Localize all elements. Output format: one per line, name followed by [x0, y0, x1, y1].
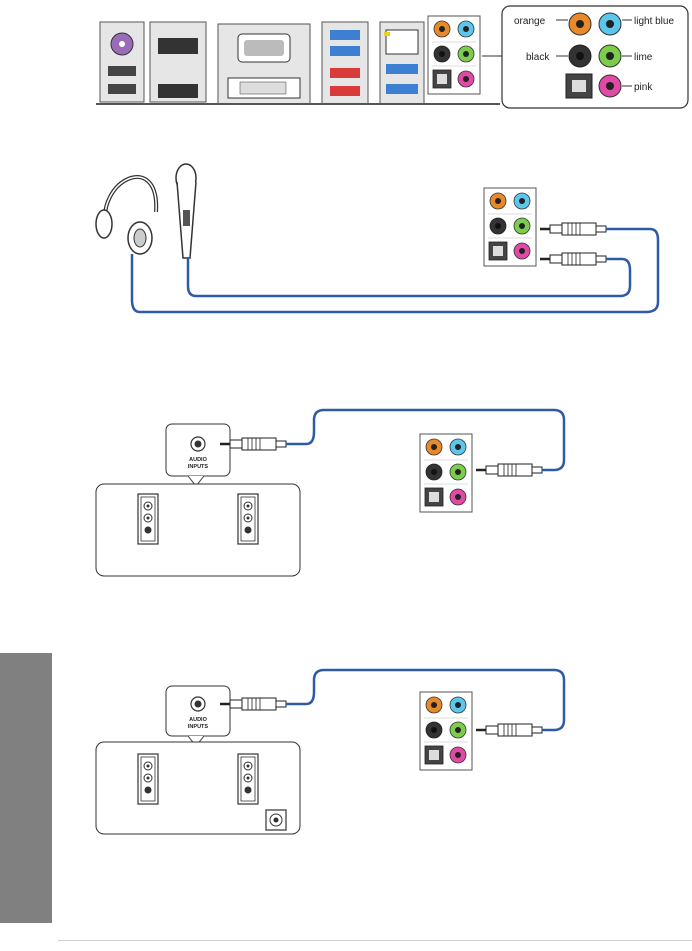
- panel-plug-4: [476, 724, 542, 736]
- lan-usb-stack: [380, 22, 424, 104]
- audio-port-panel-3: [420, 434, 472, 512]
- label-pink: pink: [634, 82, 653, 93]
- usb-stack: [322, 22, 368, 104]
- label-lime: lime: [634, 52, 653, 63]
- vga-dvi-stack: [218, 24, 310, 104]
- left-speaker-icon-2: [138, 754, 158, 804]
- headphone-icon: [96, 177, 156, 254]
- audio-inputs-label-line1: AUDIO: [189, 457, 207, 463]
- label-light-blue: light blue: [634, 16, 674, 27]
- audio-inputs-label-line2-2: INPUTS: [188, 724, 209, 730]
- headphone-mic-connection: [96, 164, 658, 312]
- speaker-subwoofer-connection: AUDIO INPUTS: [96, 670, 564, 834]
- audio-port-panel-4: [420, 692, 472, 770]
- subwoofer-icon: [266, 810, 286, 830]
- rear-io-panel: [96, 16, 502, 104]
- speaker-plug-2: [220, 698, 286, 710]
- audio-port-stack: [428, 16, 480, 94]
- microphone-icon: [176, 164, 196, 258]
- stereo-speaker-connection: AUDIO INPUTS: [96, 410, 564, 576]
- mic-plug: [540, 253, 606, 265]
- headphone-cable: [132, 229, 658, 312]
- right-speaker-icon: [238, 494, 258, 544]
- audio-inputs-label-line1-2: AUDIO: [189, 717, 207, 723]
- audio-inputs-label-line2: INPUTS: [188, 464, 209, 470]
- left-speaker-icon: [138, 494, 158, 544]
- right-speaker-icon-2: [238, 754, 258, 804]
- audio-port-panel-2: [484, 188, 536, 266]
- label-orange: orange: [514, 16, 546, 27]
- panel-plug-3: [476, 464, 542, 476]
- ps2-usb-stack: [100, 22, 144, 102]
- speaker-plug: [220, 438, 286, 450]
- label-black: black: [526, 52, 550, 63]
- audio-port-color-callout: orange light blue black lime pink: [502, 6, 688, 108]
- displayport-hdmi-stack: [150, 22, 206, 102]
- headphone-plug: [540, 223, 606, 235]
